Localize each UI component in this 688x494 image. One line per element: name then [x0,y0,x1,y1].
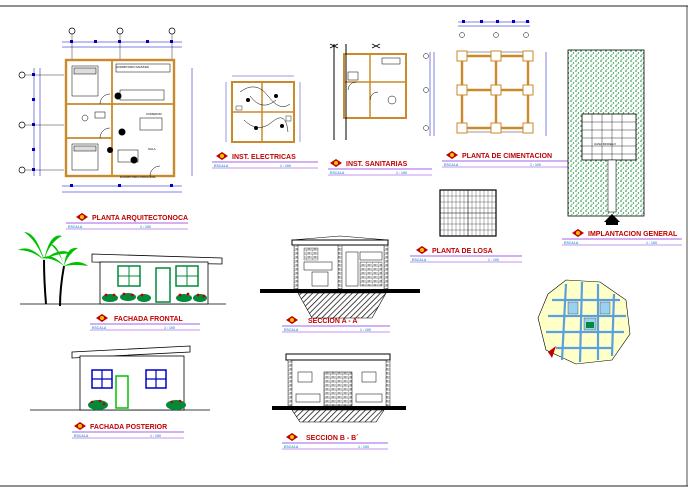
scale-label: ESCALA [92,326,107,330]
title-text: FACHADA FRONTAL [114,316,184,323]
scale-label: ESCALA [444,163,459,167]
north-arrow-icon [604,214,620,225]
title-text: PLANTA ARQUITECTONOCA [92,215,188,222]
scale-value: 1 : 100 [164,326,175,330]
title-text: SECCION A - A´ [308,318,360,325]
title-planta-cimentacion: PLANTA DE CIMENTACION ESCALA 1 : 100 [442,151,568,168]
scale-value: 1 : 100 [396,171,407,175]
scale-label: ESCALA [412,258,427,262]
title-text: IMPLANTACION GENERAL [588,231,678,238]
scale-value: 1 : 100 [150,434,161,438]
title-inst-sanitarias: INST. SANITARIAS ESCALA 1 : 100 [328,159,432,176]
rear-window-left [91,369,113,389]
rear-facade: FACHADA POSTERIOR ESCALA 1 : 100 [30,345,210,439]
title-seccion-a: SECCION A - A´ ESCALA 1 : 100 [282,316,390,333]
electrical-plan: INST. ELECTRICAS ESCALA 1 : 100 [212,75,318,169]
foundation-plan: PLANTA DE CIMENTACION ESCALA 1 : 100 [423,20,568,168]
plumbing-plan: INST. SANITARIAS ESCALA 1 : 100 [328,43,432,176]
scale-label: ESCALA [564,241,579,245]
title-inst-electricas: INST. ELECTRICAS ESCALA 1 : 100 [212,152,318,169]
scale-value: 1 : 100 [358,445,369,449]
location-map [537,279,631,365]
site-plan: CASA MODELO IMPLANTACION GENERAL ESCALA … [562,49,682,246]
scale-value: 1 : 100 [488,258,499,262]
title-seccion-b: SECCION B - B´ ESCALA 1 : 100 [282,433,388,450]
floor-plan: DORMITORIO MASTER COMEDOR SALA DORMITORI… [18,27,193,230]
scale-value: 1 : 100 [530,163,541,167]
slab-plan: PLANTA DE LOSA ESCALA 1 : 100 [410,189,522,263]
room-label-bottom-bedroom: DORMITORIO PRINCIPAL [120,175,156,179]
room-label-living: SALA [148,147,156,151]
rear-window-right [145,369,167,389]
title-planta-losa: PLANTA DE LOSA ESCALA 1 : 100 [410,246,522,263]
title-text: PLANTA DE CIMENTACION [462,153,552,160]
site-house-label: CASA MODELO [594,142,617,146]
scale-label: ESCALA [68,225,83,229]
title-text: INST. ELECTRICAS [232,154,296,161]
front-door [155,267,171,303]
front-facade: FACHADA FRONTAL ESCALA 1 : 100 [18,232,226,331]
rear-door [115,375,129,409]
title-text: PLANTA DE LOSA [432,248,493,255]
palm-tree-icon [18,232,88,307]
scale-label: ESCALA [214,164,229,168]
front-window-right [175,265,199,287]
scale-value: 1 : 100 [280,164,291,168]
scale-value: 1 : 100 [140,225,151,229]
title-planta-arquitectonica: PLANTA ARQUITECTONOCA ESCALA 1 : 100 [66,213,188,230]
section-b: SECCION B - B´ ESCALA 1 : 100 [272,353,406,450]
room-label-top-bedroom: DORMITORIO MASTER [116,65,150,69]
room-label-dining: COMEDOR [146,112,163,116]
title-text: INST. SANITARIAS [346,161,408,168]
title-fachada-posterior: FACHADA POSTERIOR ESCALA 1 : 100 [72,422,184,439]
scale-label: ESCALA [284,328,299,332]
scale-label: ESCALA [74,434,89,438]
title-text: FACHADA POSTERIOR [90,424,167,431]
section-a: SECCION A - A´ ESCALA 1 : 100 [260,235,420,333]
scale-label: ESCALA [284,445,299,449]
title-fachada-frontal: FACHADA FRONTAL ESCALA 1 : 100 [90,314,200,331]
scale-label: ESCALA [330,171,345,175]
front-window-left [117,265,141,287]
scale-value: 1 : 100 [360,328,371,332]
scale-value: 1 : 100 [646,241,657,245]
title-implantacion-general: IMPLANTACION GENERAL ESCALA 1 : 100 [562,229,682,246]
title-text: SECCION B - B´ [306,435,359,442]
